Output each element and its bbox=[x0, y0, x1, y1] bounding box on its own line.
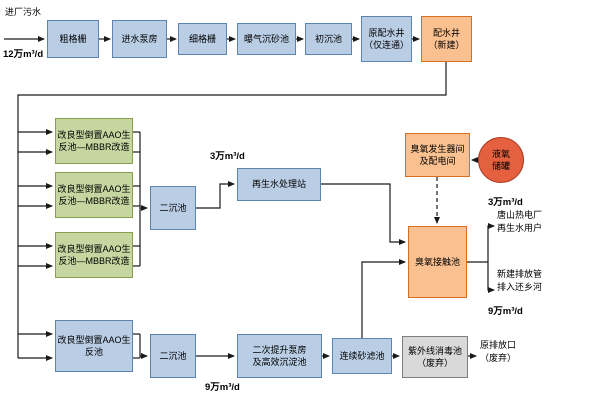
node-lox-tank: 液氧 储罐 bbox=[478, 137, 524, 183]
node-new-well: 配水井 （新建） bbox=[421, 16, 472, 62]
node-ozone-contact: 臭氧接触池 bbox=[408, 226, 467, 298]
inlet-flow-label: 12万m³/d bbox=[3, 49, 44, 60]
node-reclaim-station: 再生水处理站 bbox=[237, 168, 321, 201]
node-secondary-tank-1: 二沉池 bbox=[150, 186, 196, 230]
node-coarse-screen: 粗格栅 bbox=[47, 20, 99, 58]
power-plant-flow-label: 3万m³/d bbox=[488, 197, 523, 208]
reclaim-flow-label: 3万m³/d bbox=[210, 151, 245, 162]
node-primary-tank: 初沉池 bbox=[305, 23, 352, 55]
main-flow-label: 9万m³/d bbox=[205, 382, 240, 393]
node-fine-screen: 细格栅 bbox=[178, 23, 227, 55]
node-aao-mbbr-3: 改良型倒置AAO生 反池—MBBR改造 bbox=[55, 232, 133, 278]
node-uv-disinfection: 紫外线消毒池 （废弃） bbox=[402, 336, 468, 378]
node-lift-pump: 二次提升泵房 及高效沉淀池 bbox=[237, 334, 322, 378]
node-aao-mbbr-2: 改良型倒置AAO生 反池—MBBR改造 bbox=[55, 172, 133, 218]
old-outfall-label: 原排放口 （废弃） bbox=[480, 340, 517, 364]
node-ozone-generator: 臭氧发生器间 及配电间 bbox=[405, 133, 470, 177]
node-grit-chamber: 曝气沉砂池 bbox=[237, 23, 296, 55]
node-inlet-pump: 进水泵房 bbox=[112, 20, 167, 58]
discharge-flow-label: 9万m³/d bbox=[488, 306, 523, 317]
node-aao-mbbr-1: 改良型倒置AAO生 反池—MBBR改造 bbox=[55, 118, 133, 164]
inlet-label: 进厂污水 bbox=[5, 7, 42, 17]
node-old-well: 原配水井 （仅连通） bbox=[361, 16, 412, 62]
node-sand-filter: 连续砂滤池 bbox=[332, 338, 392, 374]
new-discharge-label: 新建排放管 排入还乡河 bbox=[497, 269, 543, 293]
node-secondary-tank-2: 二沉池 bbox=[150, 334, 196, 378]
node-aao-plain: 改良型倒置AAO生 反池 bbox=[55, 320, 133, 372]
power-plant-user-label: 唐山热电厂 再生水用户 bbox=[497, 210, 543, 234]
